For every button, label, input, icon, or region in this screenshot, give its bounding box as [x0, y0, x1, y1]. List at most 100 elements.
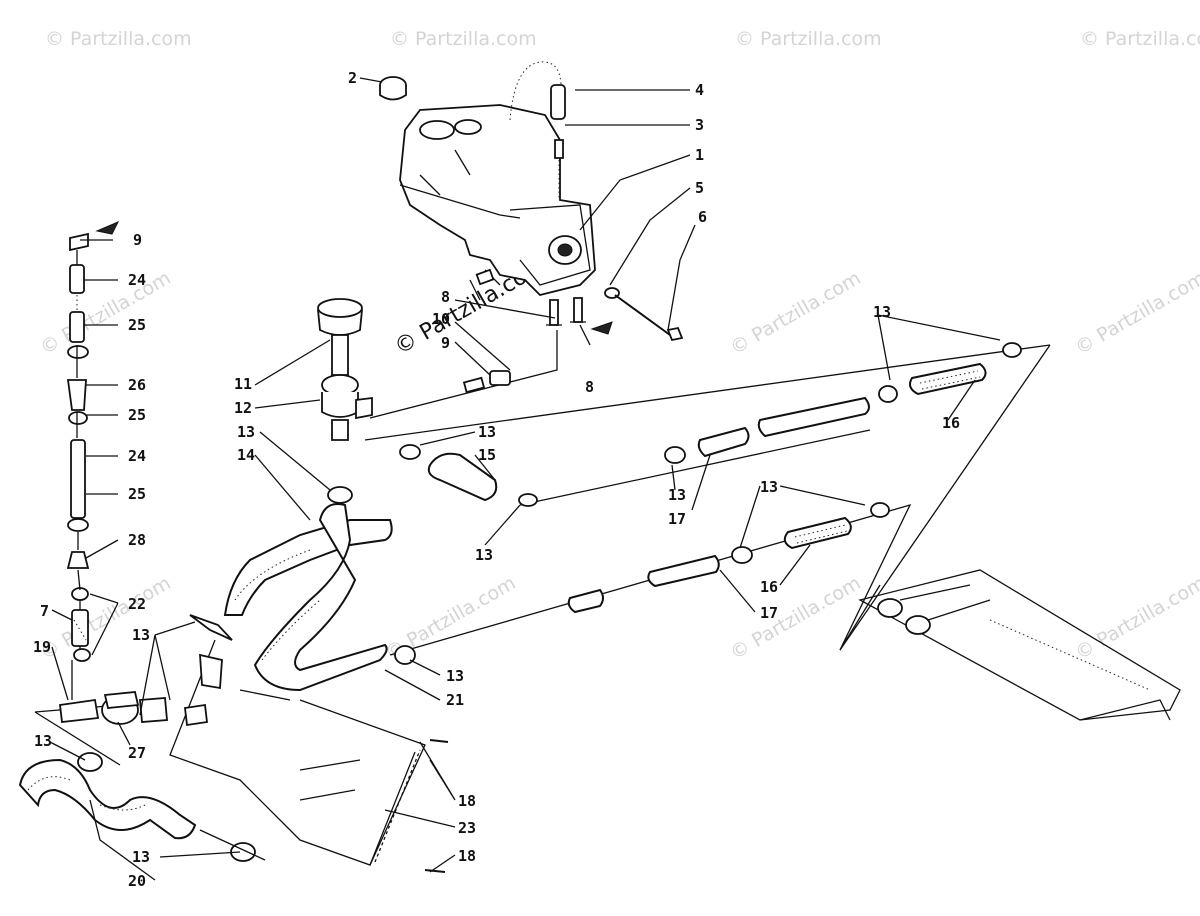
hose-part-21-bend [253, 503, 388, 692]
cap-part-2 [379, 76, 407, 101]
mid-line [519, 429, 871, 506]
clamp-part-9 [489, 370, 511, 386]
callout-18: 18 [458, 847, 476, 865]
watermark: © Partzilla.com [1072, 572, 1200, 664]
callout-8: 8 [441, 288, 450, 306]
callout-16: 16 [942, 414, 960, 432]
filler-neck-part-12 [317, 298, 373, 441]
outline-z-upper [839, 344, 1051, 651]
callout-8: 8 [585, 378, 594, 396]
callout-9: 9 [441, 334, 450, 352]
fastener-part-18 [429, 739, 449, 743]
watermark: © Partzilla.com [37, 572, 175, 664]
callout-19: 19 [33, 638, 51, 656]
callout-25: 25 [128, 406, 146, 424]
direction-arrow-icon [590, 321, 613, 335]
left-stack [66, 232, 91, 700]
callout-6: 6 [698, 208, 707, 226]
tank-line [399, 184, 521, 219]
hose-line [199, 829, 266, 861]
valve-part-27 [34, 614, 233, 766]
callout-25: 25 [128, 485, 146, 503]
clamp-part-13 [399, 444, 421, 460]
sleeve-lower [567, 588, 604, 614]
texture [27, 776, 146, 811]
overflow-hose-path [509, 61, 562, 121]
callout-13: 13 [475, 546, 493, 564]
callout-13: 13 [446, 667, 464, 685]
callout-20: 20 [128, 872, 146, 890]
callout-13: 13 [873, 303, 891, 321]
callout-10: 10 [432, 310, 450, 328]
callout-1: 1 [695, 146, 704, 164]
clamp-part-13 [664, 446, 686, 464]
callout-13: 13 [132, 626, 150, 644]
sleeve-part-17 [697, 426, 750, 458]
clamp-part-13 [394, 645, 416, 665]
watermark-group: © Partzilla.com © Partzilla.com © Partzi… [37, 28, 1200, 664]
clamp-part-13 [1002, 342, 1022, 358]
callout-18: 18 [458, 792, 476, 810]
watermark: © Partzilla.com [1072, 267, 1200, 359]
callout-23: 23 [458, 819, 476, 837]
watermark: © Partzilla.com [727, 572, 865, 664]
clamp-part-13 [327, 486, 353, 504]
watermark: © Partzilla.com [45, 28, 192, 50]
hose-part-16 [783, 516, 852, 550]
clamp-part-13 [870, 502, 890, 518]
callout-2: 2 [348, 69, 357, 87]
heat-exchanger [858, 569, 1181, 721]
callout-5: 5 [695, 179, 704, 197]
callout-17: 17 [760, 604, 778, 622]
callout-9: 9 [133, 231, 142, 249]
callout-13: 13 [237, 423, 255, 441]
bolt-head-part-6 [666, 326, 684, 342]
watermark: © Partzilla.com [37, 267, 175, 359]
clamp-part-13 [731, 546, 753, 564]
callout-26: 26 [128, 376, 146, 394]
callout-7: 7 [40, 602, 49, 620]
fastener-part-18 [424, 869, 446, 873]
bolt-part-6 [614, 294, 671, 336]
watermark: © Partzilla.com [735, 28, 882, 50]
upper-line [364, 344, 1051, 441]
texture [919, 370, 981, 390]
callout-22: 22 [128, 595, 146, 613]
callout-13: 13 [478, 423, 496, 441]
watermark: © Partzilla.com [1080, 28, 1200, 50]
fitting-part-8 [546, 297, 586, 326]
callout-24: 24 [128, 271, 146, 289]
hose-part-15 [427, 452, 498, 502]
hose-part-20 [18, 758, 197, 840]
clamp-part-13 [77, 752, 103, 772]
fitting-part-3 [554, 139, 564, 159]
callout-13: 13 [132, 848, 150, 866]
callout-15: 15 [478, 446, 496, 464]
callout-4: 4 [695, 81, 704, 99]
watermark: © Partzilla.com [727, 267, 865, 359]
callout-3: 3 [695, 116, 704, 134]
callout-24: 24 [128, 447, 146, 465]
hose-part-16 [909, 362, 987, 396]
callout-labels: 2 4 3 1 5 6 8 10 9 8 11 12 13 14 13 15 1… [33, 69, 960, 890]
callout-13: 13 [668, 486, 686, 504]
callout-14: 14 [237, 446, 255, 464]
callout-21: 21 [446, 691, 464, 709]
clamp-part-13 [518, 493, 538, 507]
tube-upper [757, 396, 870, 438]
clamp-part-13 [878, 385, 898, 403]
hose-part-4 [550, 84, 566, 120]
callout-27: 27 [128, 744, 146, 762]
callout-11: 11 [234, 375, 252, 393]
hose-line-to-12 [369, 330, 558, 419]
coolant-tank [399, 104, 596, 301]
callout-13: 13 [34, 732, 52, 750]
callout-12: 12 [234, 399, 252, 417]
callout-28: 28 [128, 531, 146, 549]
callout-17: 17 [668, 510, 686, 528]
direction-arrow-icon [95, 221, 120, 235]
sleeve-part-17 [647, 554, 720, 588]
watermark: © Partzilla.com [390, 28, 537, 50]
hose-part-10 [462, 376, 486, 394]
